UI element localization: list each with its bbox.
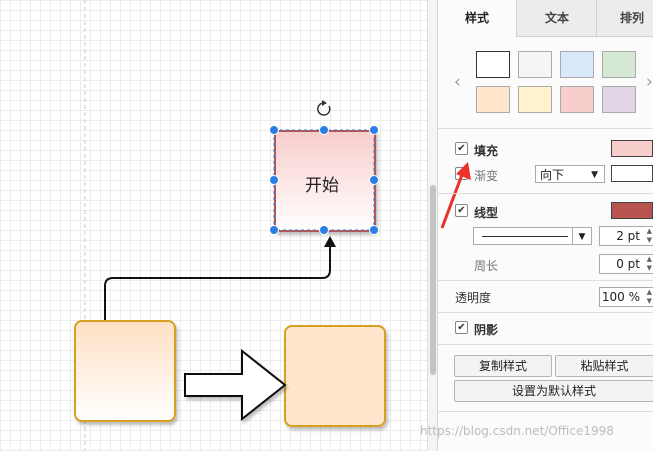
resize-handles[interactable] [269, 125, 379, 235]
swatch-next-icon[interactable]: › [646, 72, 653, 92]
connector-edge[interactable] [104, 246, 331, 320]
fill-color-picker[interactable] [611, 140, 653, 157]
block-arrow-shape[interactable] [184, 348, 287, 422]
format-panel: 样式 文本 排列 ‹ › ✔ 填充 ✔ 渐变 向下 ▼ ✔ 线型 ▼ 2 pt … [437, 0, 653, 451]
tab-arrange[interactable]: 排列 [596, 0, 653, 37]
resize-handle-n [319, 125, 329, 135]
right-process-box[interactable] [284, 325, 386, 427]
opacity-input[interactable]: 100 % ▲ ▼ [599, 287, 653, 307]
rotate-handle-icon[interactable] [317, 100, 331, 116]
style-swatch[interactable] [602, 51, 636, 78]
left-process-box[interactable] [74, 320, 176, 422]
style-swatch[interactable] [476, 86, 510, 113]
paste-style-button[interactable]: 粘贴样式 [555, 355, 653, 377]
line-pattern-preview [482, 236, 568, 237]
spin-down-icon[interactable]: ▼ [646, 264, 652, 272]
divider [438, 344, 653, 345]
fill-checkbox[interactable]: ✔ [455, 142, 468, 155]
opacity-label: 透明度 [455, 291, 492, 305]
divider [438, 128, 653, 129]
spin-up-icon[interactable]: ▲ [646, 288, 652, 296]
fill-label: 填充 [474, 144, 499, 158]
watermark-text: https://blog.csdn.net/Office1998 [420, 424, 614, 438]
chevron-down-icon: ▼ [591, 170, 598, 180]
start-shape-label: 开始 [305, 176, 339, 196]
style-swatch[interactable] [560, 86, 594, 113]
style-swatch[interactable] [476, 51, 510, 78]
line-width-input[interactable]: 2 pt ▲ ▼ [599, 226, 653, 246]
resize-handle-sw [269, 225, 279, 235]
resize-handle-s [319, 225, 329, 235]
line-label: 线型 [474, 206, 499, 220]
resize-handle-e [369, 175, 379, 185]
copy-style-button[interactable]: 复制样式 [454, 355, 552, 377]
perimeter-label: 周长 [474, 259, 499, 273]
connector-arrowhead [324, 236, 336, 247]
line-pattern-select[interactable]: ▼ [473, 227, 592, 245]
line-checkbox[interactable]: ✔ [455, 204, 468, 217]
chevron-down-icon: ▼ [572, 228, 591, 244]
gradient-direction-value: 向下 [540, 168, 565, 182]
perimeter-value: 0 pt [616, 257, 640, 271]
style-swatch[interactable] [602, 86, 636, 113]
divider [438, 312, 653, 313]
line-color-picker[interactable] [611, 202, 653, 219]
annotation-arrow-icon [440, 162, 471, 229]
style-swatch[interactable] [518, 86, 552, 113]
set-default-style-button[interactable]: 设置为默认样式 [454, 380, 653, 402]
scrollbar-thumb[interactable] [430, 185, 436, 375]
spin-down-icon[interactable]: ▼ [646, 236, 652, 244]
perimeter-input[interactable]: 0 pt ▲ ▼ [599, 254, 653, 274]
opacity-value: 100 % [601, 290, 640, 304]
shadow-checkbox[interactable]: ✔ [455, 321, 468, 334]
tab-style[interactable]: 样式 [438, 0, 516, 36]
divider [438, 411, 653, 412]
resize-handle-w [269, 175, 279, 185]
gradient-color-picker[interactable] [611, 165, 653, 182]
spin-up-icon[interactable]: ▲ [646, 227, 652, 235]
vertical-scrollbar[interactable] [427, 0, 438, 451]
spin-up-icon[interactable]: ▲ [646, 255, 652, 263]
tab-text[interactable]: 文本 [516, 0, 597, 37]
diagram-svg [74, 0, 386, 451]
style-swatch[interactable] [560, 51, 594, 78]
resize-handle-ne [369, 125, 379, 135]
shadow-label: 阴影 [474, 323, 499, 337]
gradient-direction-select[interactable]: 向下 ▼ [535, 165, 605, 183]
resize-handle-nw [269, 125, 279, 135]
line-width-value: 2 pt [616, 229, 640, 243]
divider [438, 280, 653, 281]
swatch-prev-icon[interactable]: ‹ [454, 72, 461, 92]
diagram-canvas[interactable]: 开始 [0, 0, 428, 451]
gradient-label: 渐变 [474, 169, 499, 183]
resize-handle-se [369, 225, 379, 235]
divider [438, 193, 653, 194]
spin-down-icon[interactable]: ▼ [646, 297, 652, 305]
style-swatch[interactable] [518, 51, 552, 78]
